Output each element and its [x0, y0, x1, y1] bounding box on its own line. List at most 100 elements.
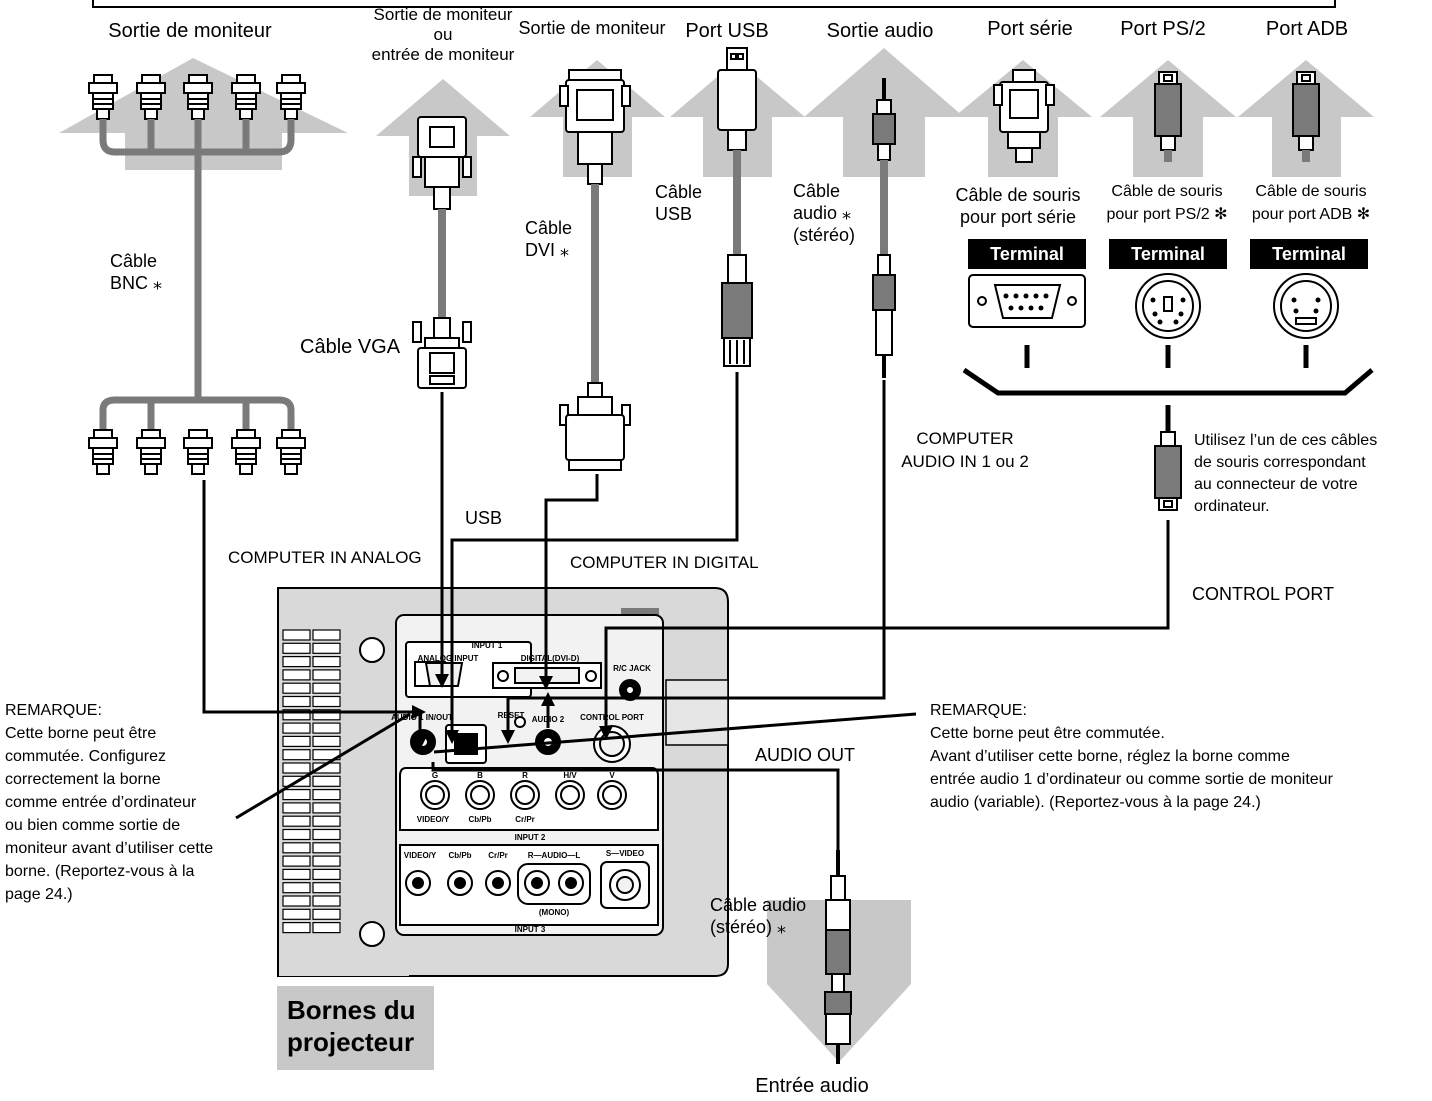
adb-terminal-symbol: [1273, 273, 1339, 368]
vent-slot: [312, 882, 341, 894]
label-computer-audio-in-1: COMPUTER: [916, 429, 1014, 448]
note-left-l8: page 24.): [5, 886, 73, 903]
panel-input3: INPUT 3: [515, 925, 546, 934]
label-monitor-out-or-in-3: entrée de moniteur: [371, 45, 515, 64]
vent-slot: [282, 655, 311, 668]
bnc-cable: [88, 74, 306, 475]
control-line: [604, 520, 1170, 728]
note-right-l1: Cette borne peut être commutée.: [930, 725, 1165, 742]
vent-slot: [282, 895, 311, 907]
vga-cable: [412, 116, 472, 389]
audio-in-line: [506, 380, 886, 733]
note-left-title: REMARQUE:: [5, 702, 102, 719]
vent-slot: [312, 828, 341, 841]
label-cable-audio-3: (stéréo): [793, 225, 856, 245]
vent-slot: [282, 762, 311, 774]
terminal-badge-ps2: Terminal: [1109, 239, 1227, 269]
panel-video-y: VIDEO/Y: [417, 815, 450, 824]
vent-slot: [282, 629, 311, 641]
panel-audio1: AUDIO 1 IN/OUT: [391, 713, 453, 722]
connection-lines: [202, 372, 1170, 860]
vent-slot: [282, 842, 311, 854]
panel-cb-pb: Cb/Pb: [468, 815, 491, 824]
label-mouse-adb-1: Câble de souris: [1255, 183, 1367, 200]
label-mouse-adb-2: pour port ADB ✻: [1251, 206, 1371, 223]
vent-slot: [282, 802, 311, 814]
mouse-note-line3: au connecteur de votre: [1194, 476, 1358, 493]
serial-mouse-cable: [993, 69, 1055, 163]
connection-arrowheads: [412, 674, 613, 750]
vent-slot: [282, 788, 311, 801]
top-frame: [92, 0, 1336, 8]
audio-out-line: [431, 762, 840, 860]
label-mouse-ps2-1: Câble de souris: [1111, 183, 1223, 200]
label-computer-in-digital: COMPUTER IN DIGITAL: [570, 553, 759, 572]
vent-slot: [282, 695, 311, 708]
note-right-l2: Avant d’utiliser cette borne, réglez la …: [930, 748, 1290, 765]
panel-control-port: CONTROL PORT: [580, 713, 644, 722]
label-monitor-out-bnc: Sortie de moniteur: [108, 20, 272, 42]
note-left-l3: correctement la borne: [5, 771, 161, 788]
label-conn-usb: USB: [465, 508, 503, 528]
vent-slot: [312, 895, 341, 907]
audio-cable: [872, 78, 896, 378]
note-left-pointer: [235, 712, 411, 820]
label-computer-in-analog: COMPUTER IN ANALOG: [228, 548, 422, 567]
panel-digital-dvi: DIGITAL(DVI-D): [521, 654, 580, 663]
vent-slot: [312, 868, 341, 881]
label-audio-input: Entrée audio: [755, 1075, 869, 1097]
vent-slot: [282, 735, 311, 748]
panel-s-video: S—VIDEO: [606, 849, 644, 858]
label-cable-dvi-2: DVI ⁎: [525, 240, 570, 260]
vent-slot: [282, 709, 311, 721]
vent-slot: [282, 855, 311, 867]
note-right-title: REMARQUE:: [930, 702, 1027, 719]
note-right-l4: audio (variable). (Reportez-vous à la pa…: [930, 794, 1261, 811]
label-monitor-out-or-in-2: ou: [433, 25, 453, 44]
note-left-l5: ou bien comme sortie de: [5, 817, 181, 834]
vent-slot: [312, 695, 341, 708]
serial-terminal-symbol: [968, 274, 1086, 368]
vent-slot: [282, 669, 311, 681]
mouse-note-line4: ordinateur.: [1194, 498, 1270, 515]
panel-reset: RESET: [498, 711, 525, 720]
label-monitor-out-or-in-1: Sortie de moniteur: [373, 5, 513, 24]
label-ps2-port: Port PS/2: [1120, 18, 1206, 40]
label-cable-bnc-2: BNC ⁎: [110, 273, 163, 293]
label-cable-usb-2: USB: [655, 204, 693, 224]
note-left-l6: moniteur avant d’utiliser cette: [5, 840, 214, 857]
vent-slot: [312, 802, 341, 814]
vent-slot: [312, 669, 341, 681]
label-mouse-ps2-2: pour port PS/2 ✻: [1106, 206, 1228, 223]
panel-input2: INPUT 2: [515, 833, 546, 842]
ps2-mouse-cable: [1154, 71, 1182, 162]
vent-slot: [312, 682, 341, 694]
vent-slot: [282, 815, 311, 827]
vent-slot: [312, 655, 341, 668]
ps2-terminal-symbol: [1135, 273, 1201, 368]
note-right-l3: entrée audio 1 d’ordinateur ou comme sor…: [930, 771, 1333, 788]
vent-slot: [312, 908, 341, 920]
label-mouse-serial-1: Câble de souris: [955, 185, 1081, 205]
mouse-cable-bracket: [962, 367, 1374, 396]
usb-line: [450, 372, 739, 735]
panel-r-audio-l: R—AUDIO—L: [528, 851, 581, 860]
vent-slot: [282, 868, 311, 881]
label-mouse-serial-2: pour port série: [959, 207, 1077, 227]
vent-slot: [312, 642, 341, 654]
label-cable-dvi-1: Câble: [525, 218, 573, 238]
vent-slot: [282, 882, 311, 894]
note-left-l2: commutée. Configurez: [5, 748, 166, 765]
adb-mouse-cable: [1292, 71, 1320, 162]
label-cable-vga: Câble VGA: [300, 336, 401, 358]
vent-slot: [312, 735, 341, 748]
panel-cr-pr: Cr/Pr: [515, 815, 535, 824]
terminal-badge-serial: Terminal: [968, 239, 1086, 269]
note-right-pointer: [433, 712, 917, 754]
panel-hv: H/V: [563, 771, 577, 780]
note-left-l7: borne. (Reportez-vous à la: [5, 863, 195, 880]
panel-rc-jack: R/C JACK: [613, 664, 651, 673]
vent-slot: [282, 642, 311, 654]
bnc-line: [202, 480, 412, 714]
vent-slot: [312, 921, 341, 934]
